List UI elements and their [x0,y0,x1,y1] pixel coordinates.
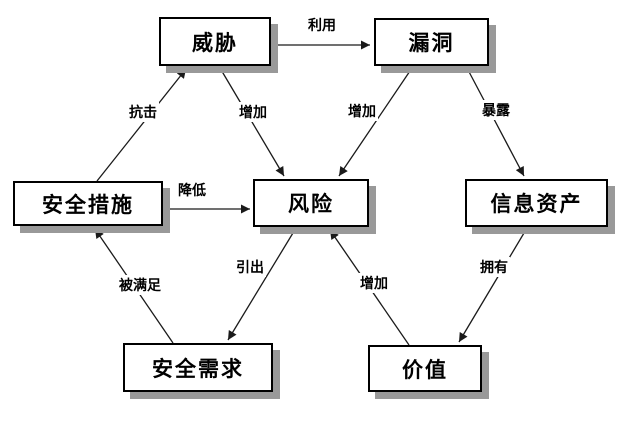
node-vulnerability: 漏洞 [374,18,489,66]
edge-label-vulnerability-assets: 暴露 [480,100,512,120]
edge-label-safeguards-risk: 降低 [176,180,208,200]
edge-label-safeguards-threat: 抗击 [127,102,159,122]
node-threat: 威胁 [159,17,271,66]
node-info-assets: 信息资产 [465,179,608,227]
edge-label-value-risk: 增加 [358,273,390,293]
edge-label-threat-vulnerability: 利用 [306,15,338,35]
edge-label-vulnerability-risk: 增加 [346,101,378,121]
edge-label-requirements-safeguards: 被满足 [117,275,163,295]
edge-label-assets-value: 拥有 [478,257,510,277]
edge-label-threat-risk: 增加 [237,102,269,122]
edge-line-vulnerability-to-assets [466,67,525,177]
edge-line-safeguards-to-threat [96,68,187,182]
edge-line-vulnerability-to-risk [338,67,413,177]
edge-label-risk-requirements: 引出 [234,257,266,277]
node-security-requirements: 安全需求 [123,343,273,392]
edge-line-risk-to-requirements [227,227,297,341]
edge-line-assets-to-value [458,227,528,343]
edge-line-threat-to-risk [219,67,285,177]
node-safeguards: 安全措施 [13,181,163,226]
node-value: 价值 [368,345,482,392]
node-risk: 风险 [253,179,369,227]
